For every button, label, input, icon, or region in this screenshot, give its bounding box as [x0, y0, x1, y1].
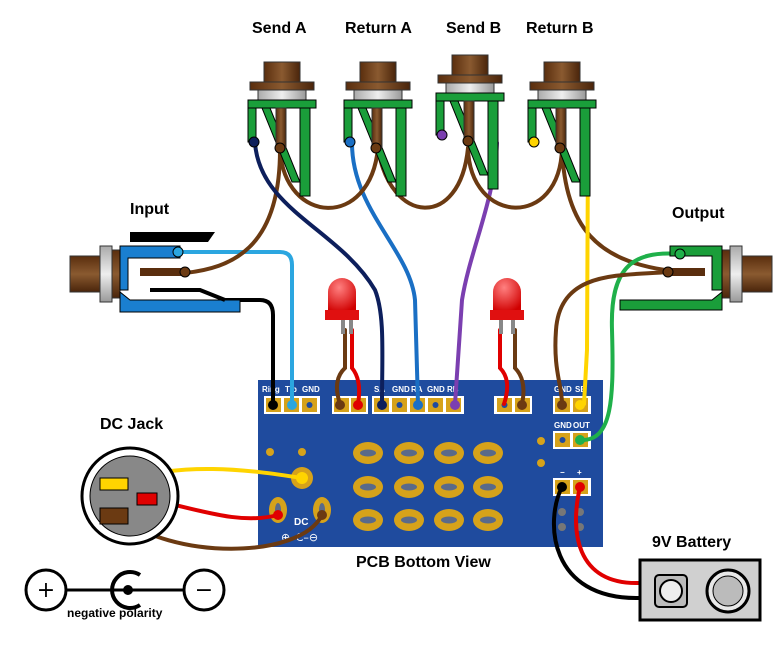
wire-led2-brown — [513, 328, 526, 406]
polarity-minus-text: − — [195, 578, 213, 603]
wire-input-tip — [178, 250, 294, 406]
pad-label-gnd: GND — [302, 385, 320, 394]
wire-brown-loop-1 — [278, 146, 380, 210]
pcb-board: Ring Tip GND SA GND RA GND RB GND SB GND… — [258, 380, 603, 547]
pcb-dc-label: DC — [294, 517, 308, 528]
label-output: Output — [672, 205, 725, 222]
polarity-caption: negative polarity — [67, 606, 163, 620]
pad-label-gnd: GND — [554, 421, 572, 430]
pad-label-rb: RB — [447, 385, 459, 394]
polarity-plus-text: + — [37, 578, 55, 603]
jack-return-a — [343, 61, 413, 197]
label-send-b: Send B — [446, 20, 502, 37]
led-1 — [325, 278, 359, 334]
dc-jack — [80, 446, 180, 546]
pad-label-gnd: GND — [427, 385, 445, 394]
wire-output-brown — [553, 270, 670, 406]
wire-led1-black — [334, 328, 347, 406]
battery-9v — [638, 558, 762, 622]
wire-input-brown — [183, 148, 282, 275]
wire-input-black — [223, 298, 275, 406]
label-input: Input — [130, 201, 170, 218]
pad-label-sa: SA — [374, 385, 385, 394]
pcb-oval-pads — [353, 442, 503, 531]
pad-label-plus: + — [577, 468, 582, 477]
wire-led1-red — [350, 328, 362, 406]
label-battery: 9V Battery — [652, 534, 732, 551]
solder-dots — [268, 400, 585, 520]
wire-output-green — [580, 251, 682, 442]
wire-battery-black — [551, 485, 642, 601]
label-dc-jack: DC Jack — [100, 416, 164, 433]
pad-label-gnd: GND — [392, 385, 410, 394]
polarity-symbol: + − — [24, 568, 226, 612]
pcb-title: PCB Bottom View — [356, 554, 491, 571]
pcb-small-holes — [266, 437, 545, 467]
wire-battery-red — [574, 485, 642, 586]
led-2 — [490, 278, 524, 334]
jack-return-b — [527, 61, 597, 197]
pad-label-out: OUT — [573, 421, 590, 430]
pad-label-gnd: GND — [554, 385, 572, 394]
wire-return-a — [350, 141, 420, 406]
label-return-b: Return B — [526, 20, 594, 37]
pad-label-sb: SB — [575, 385, 586, 394]
jack-send-a — [247, 61, 317, 197]
wire-return-b-yellow — [582, 141, 590, 406]
label-send-a: Send A — [252, 20, 307, 37]
jack-send-b — [435, 54, 505, 190]
wire-return-b-brown — [560, 146, 667, 272]
wire-led2-red — [498, 328, 510, 406]
pad-label-minus: − — [560, 468, 565, 477]
wire-send-a — [253, 141, 385, 406]
pad-label-ring: Ring — [262, 385, 280, 394]
label-return-a: Return A — [345, 20, 412, 37]
output-jack — [619, 245, 773, 311]
wire-brown-loop-3 — [466, 146, 564, 210]
input-jack — [69, 232, 241, 313]
